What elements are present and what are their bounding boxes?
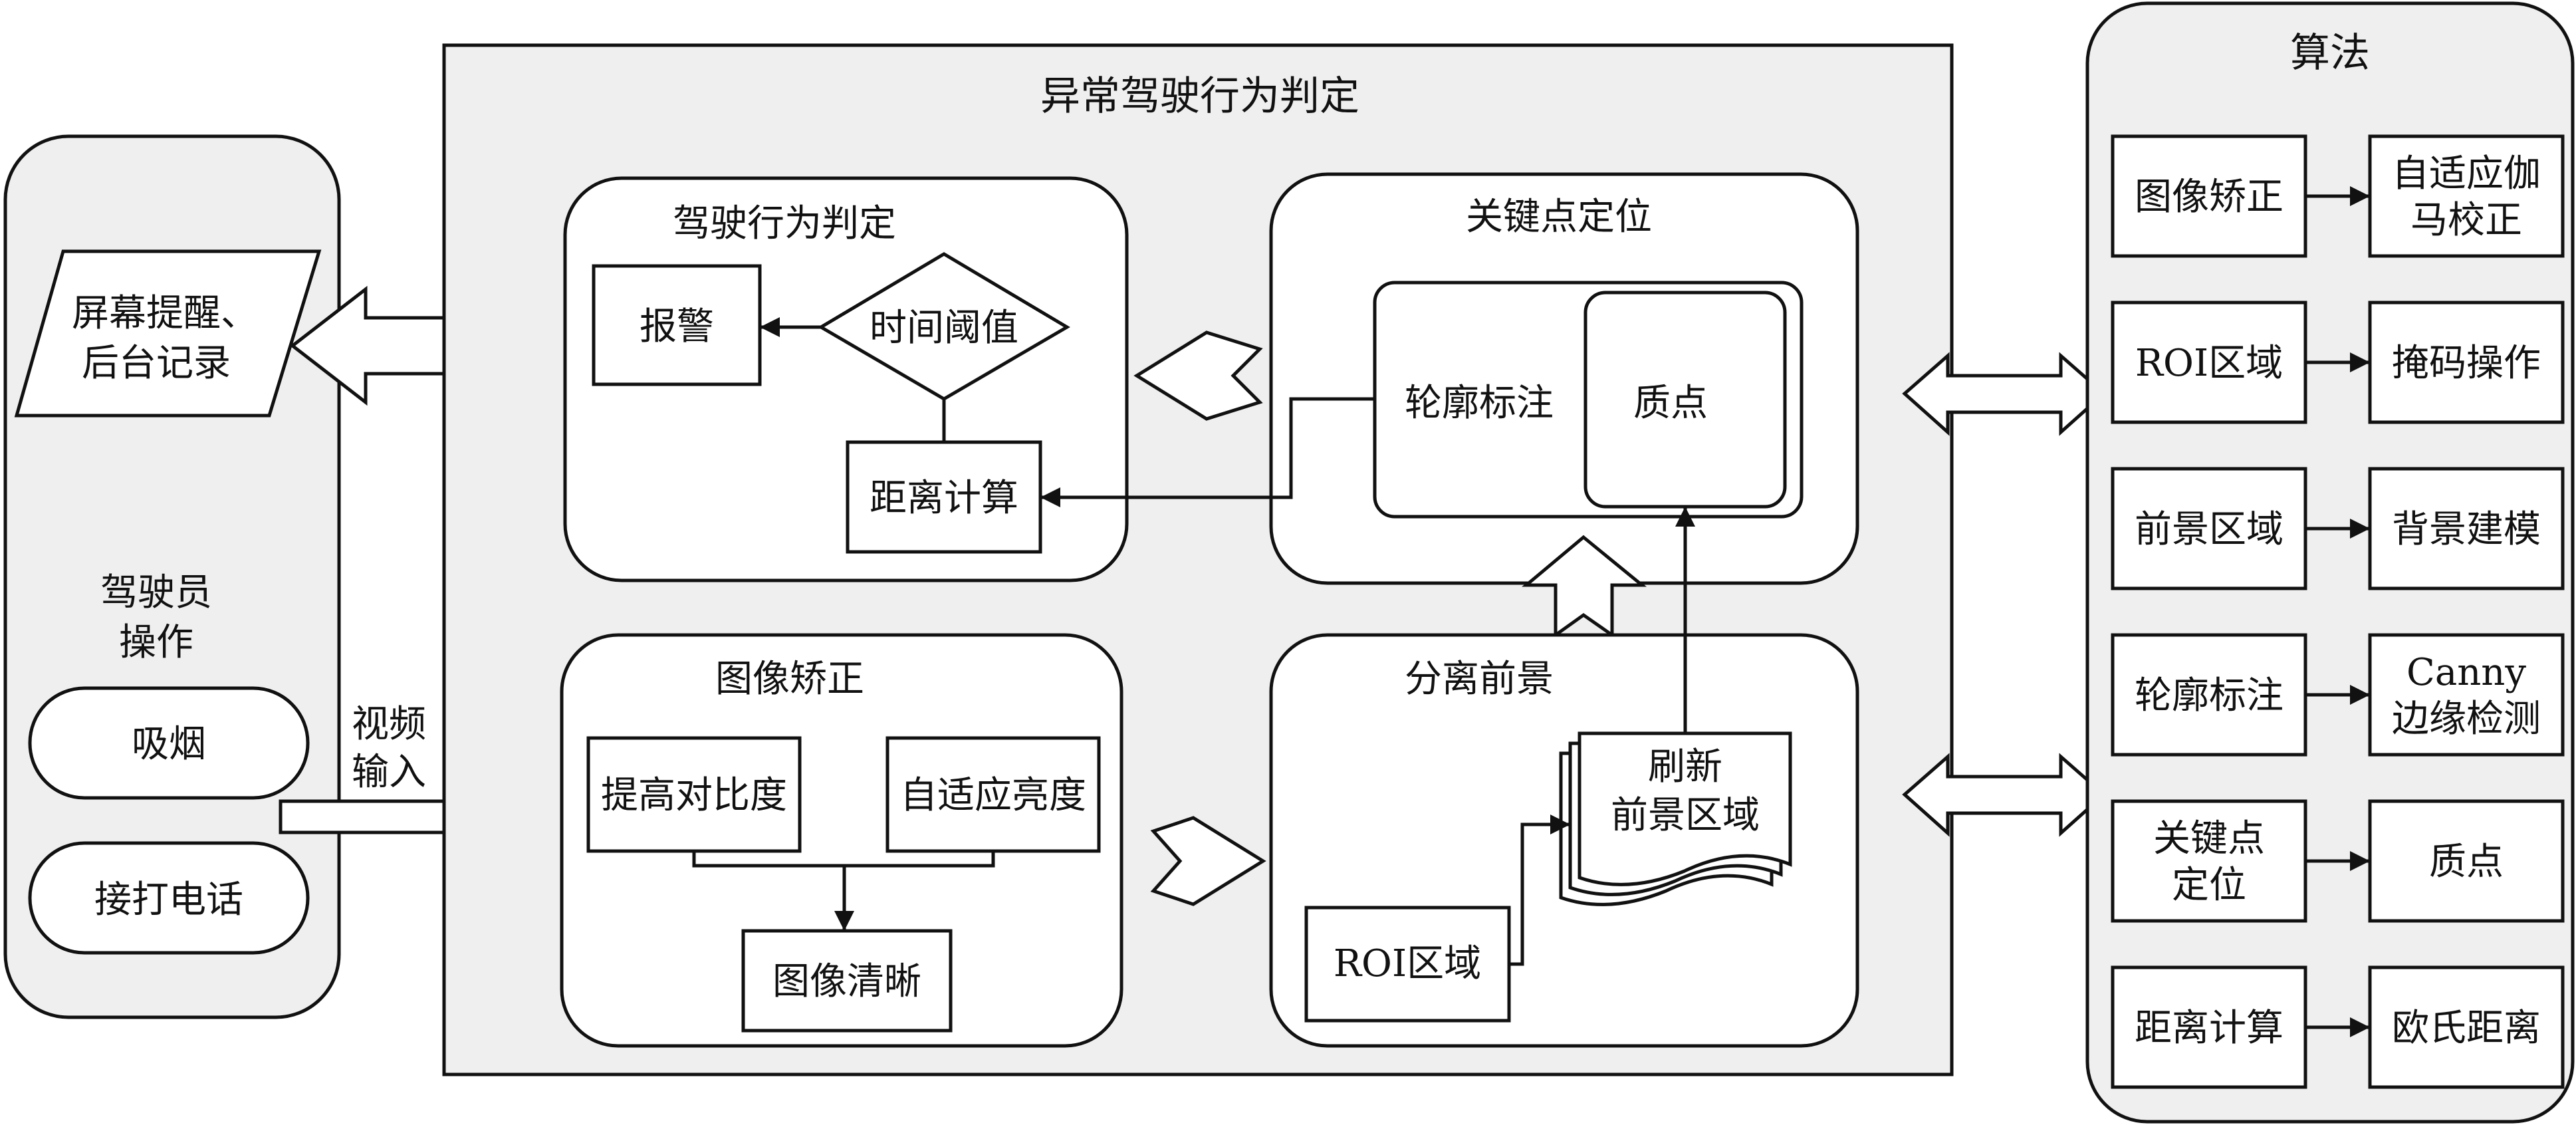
- roi-box: [1304, 906, 1511, 1023]
- contrast-label: 提高对比度: [601, 774, 787, 817]
- algo-row2-right-box: [2368, 301, 2565, 424]
- contour-to-distance-arrow: [1040, 397, 1375, 507]
- refresh-doc-front: [1578, 731, 1792, 886]
- algo-row6-right-box: [2368, 965, 2565, 1089]
- refresh-line1: 刷新: [1648, 745, 1722, 789]
- algo-row5-left-line1: 关键点: [2153, 817, 2265, 860]
- algo-row2-left-box: [2111, 301, 2307, 424]
- judgement-title: 驾驶行为判定: [673, 202, 896, 245]
- alarm-box: [592, 264, 762, 386]
- algo-row1-right-box: [2368, 134, 2565, 258]
- algo-row5-left-line2: 定位: [2172, 864, 2246, 907]
- driver-title-line2: 操作: [119, 621, 193, 664]
- algo-row6-right-line1: 欧氏距离: [2392, 1007, 2541, 1050]
- refresh-line2: 前景区域: [1611, 794, 1760, 837]
- algo-row2-left-line1: ROI区域: [2135, 342, 2283, 385]
- algo-row5-left-box: [2111, 799, 2307, 923]
- alarm-label: 报警: [640, 305, 714, 348]
- algo-row5-right-line1: 质点: [2429, 840, 2504, 884]
- algo-row1-left-line1: 图像矫正: [2135, 176, 2283, 219]
- foreground-to-keypoint-arrow: [1522, 535, 1647, 638]
- algo-row6-left-line1: 距离计算: [2135, 1007, 2283, 1050]
- roi-label: ROI区域: [1334, 942, 1481, 985]
- roi-to-refresh-arrow: [1509, 814, 1570, 966]
- brightness-box: [885, 736, 1101, 853]
- correction-title: 图像矫正: [715, 658, 864, 701]
- algo-row6-left-box: [2111, 965, 2307, 1089]
- main-title: 异常驾驶行为判定: [1040, 73, 1359, 120]
- distance-box: [846, 440, 1042, 554]
- output-parallelogram: [14, 249, 322, 418]
- algo-row4-right-line2: 边缘检测: [2392, 697, 2541, 741]
- algo-row4-left-line1: 轮廓标注: [2135, 674, 2283, 717]
- centroid-label: 质点: [1633, 382, 1708, 425]
- behavior-smoking: [28, 686, 310, 800]
- video-input-line1: 视频: [352, 703, 426, 746]
- algorithm-title: 算法: [2290, 30, 2370, 76]
- algo-row1-right-line2: 马校正: [2410, 199, 2522, 242]
- output-line1: 屏幕提醒、: [72, 292, 258, 335]
- double-arrow-top: [1902, 352, 2107, 436]
- threshold-label: 时间阈值: [870, 307, 1018, 350]
- algo-row5-right-box: [2368, 799, 2565, 923]
- contrast-box: [586, 736, 802, 853]
- foreground-title: 分离前景: [1405, 658, 1554, 701]
- driver-title-line1: 驾驶员: [100, 571, 212, 614]
- keypoint-to-judgement-arrow: [1133, 330, 1263, 421]
- behavior-smoking-label: 吸烟: [132, 723, 206, 766]
- clear-box: [741, 929, 953, 1033]
- brightness-label: 自适应亮度: [900, 774, 1086, 817]
- double-arrow-bottom: [1902, 753, 2107, 837]
- algo-row3-right-line1: 背景建模: [2392, 508, 2541, 551]
- algo-row3-left-line1: 前景区域: [2135, 508, 2283, 551]
- output-line2: 后台记录: [82, 342, 231, 385]
- clear-label: 图像清晰: [772, 960, 921, 1003]
- distance-label: 距离计算: [870, 477, 1018, 520]
- keypoint-title: 关键点定位: [1466, 195, 1652, 239]
- algo-row4-right-line1: Canny: [2406, 651, 2526, 694]
- algo-row3-right-box: [2368, 467, 2565, 590]
- algo-row4-right-box: [2368, 633, 2565, 757]
- algo-row2-right-line1: 掩码操作: [2392, 342, 2541, 385]
- behavior-phone-label: 接打电话: [94, 878, 243, 922]
- behavior-phone: [28, 841, 310, 955]
- algo-row1-right-line1: 自适应伽: [2392, 152, 2541, 195]
- algo-row3-left-box: [2111, 467, 2307, 590]
- video-input-line2: 输入: [352, 751, 426, 794]
- contour-label: 轮廓标注: [1405, 382, 1554, 425]
- correction-to-foreground-arrow: [1150, 816, 1266, 906]
